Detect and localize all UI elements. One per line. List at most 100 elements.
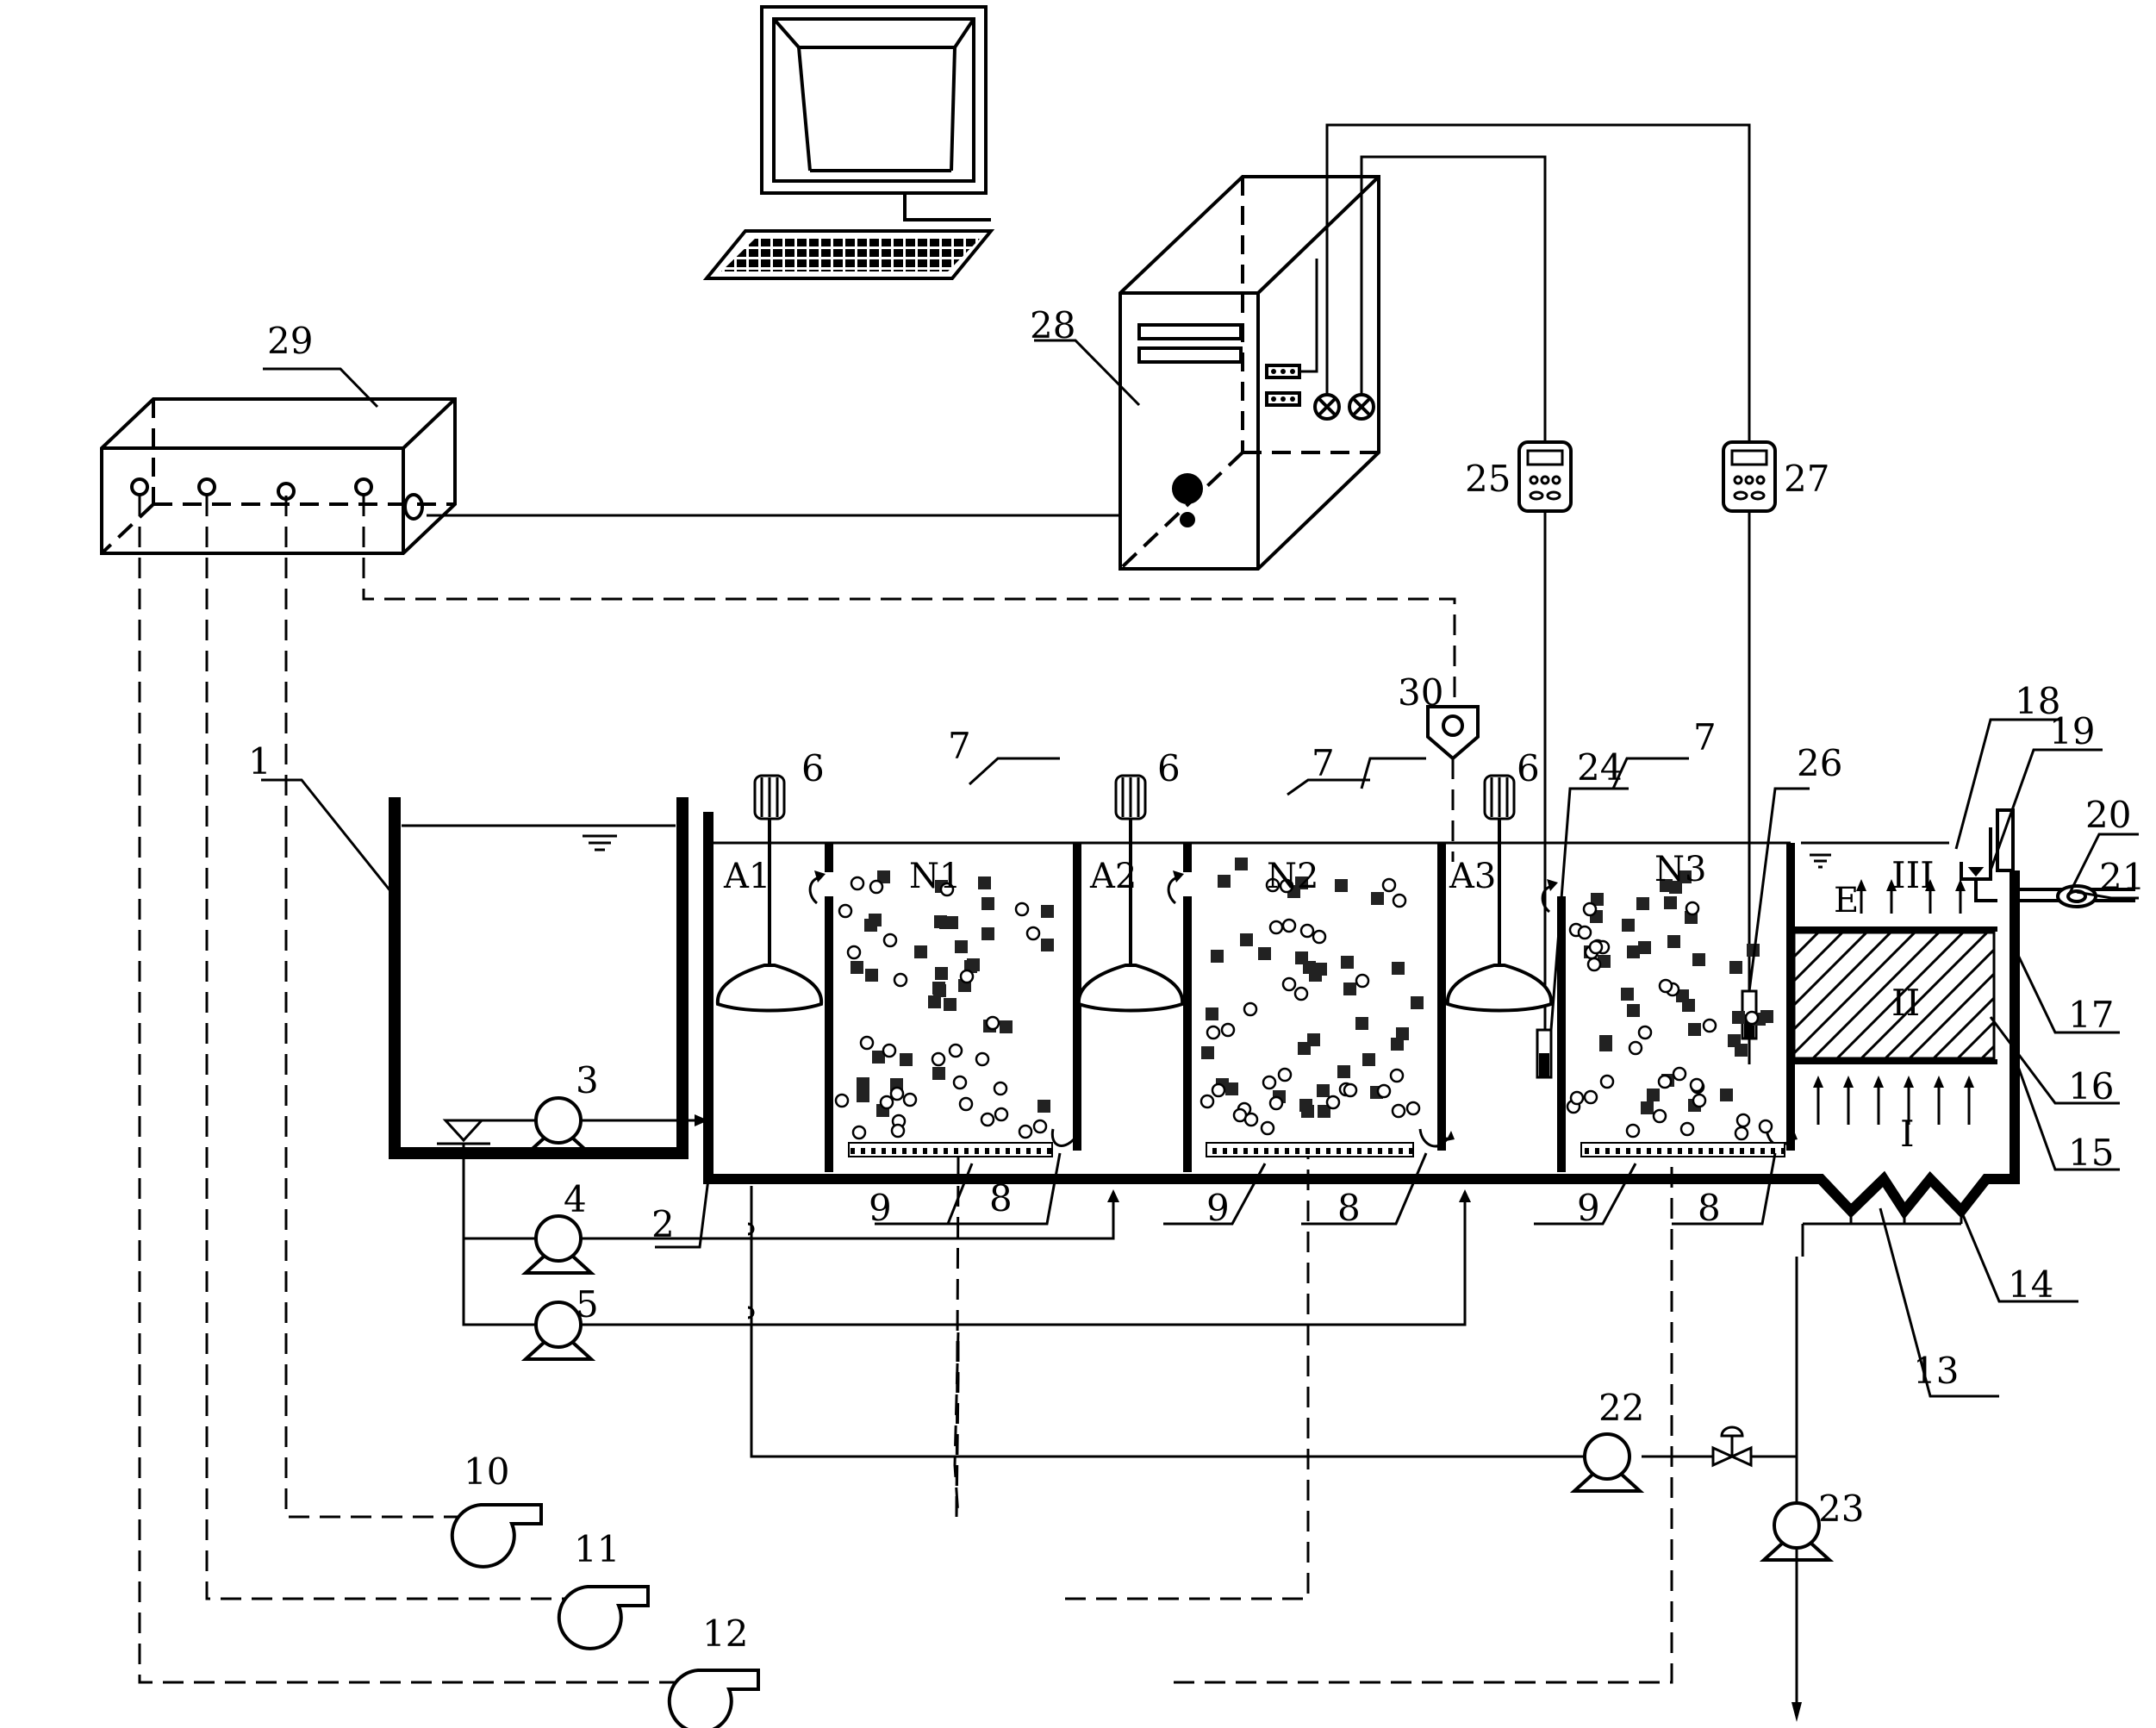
- carrier-media-block: [851, 961, 863, 974]
- carrier-media-block: [939, 916, 952, 929]
- air-bubble: [1637, 1025, 1653, 1040]
- air-bubble: [952, 1075, 968, 1090]
- air-bubble: [1389, 1068, 1405, 1083]
- blower-11-icon: [557, 1585, 650, 1650]
- carrier-media-block: [1309, 969, 1322, 982]
- label-19: 19: [2049, 710, 2095, 752]
- zone-a1: A1: [723, 857, 770, 896]
- carrier-media-block: [1729, 961, 1742, 974]
- label-8c: 8: [1698, 1187, 1721, 1229]
- zone-n2: N2: [1267, 857, 1318, 896]
- probe-24: [1536, 1028, 1553, 1079]
- air-bubble: [851, 1125, 867, 1140]
- air-bubble: [1657, 1074, 1673, 1089]
- air-bubble: [869, 879, 884, 895]
- carrier-media-block: [1676, 989, 1689, 1002]
- carrier-media-block: [1692, 953, 1705, 966]
- carrier-media-block: [1396, 1027, 1409, 1040]
- air-bubble: [1392, 893, 1407, 908]
- label-16: 16: [2068, 1065, 2114, 1107]
- air-bubble: [1243, 1001, 1258, 1017]
- air-bubble: [1628, 1040, 1643, 1056]
- label-7c: 7: [1693, 716, 1717, 758]
- carrier-media-block: [1201, 1046, 1214, 1059]
- carrier-media-block: [1720, 1089, 1733, 1101]
- air-bubble: [882, 1043, 897, 1058]
- air-bubble: [850, 876, 865, 891]
- region-ii: II: [1891, 982, 1920, 1024]
- carrier-media-block: [1355, 1017, 1368, 1030]
- pump-4-icon: [524, 1214, 593, 1275]
- air-bubble: [1312, 929, 1327, 945]
- carrier-media-block: [1258, 947, 1271, 960]
- carrier-media-block: [1371, 892, 1384, 905]
- air-bubble: [1689, 1077, 1704, 1093]
- air-bubble: [1299, 923, 1315, 939]
- air-bubble: [1268, 920, 1284, 935]
- air-bubble: [1702, 1018, 1717, 1033]
- air-bubble: [1018, 1124, 1033, 1139]
- label-22: 22: [1598, 1387, 1644, 1429]
- air-bubble: [1376, 1083, 1392, 1099]
- air-bubble: [1586, 957, 1602, 972]
- carrier-media-block: [1295, 951, 1308, 964]
- air-bubble: [959, 969, 975, 984]
- air-bubble: [1599, 1074, 1615, 1089]
- carrier-media-block: [932, 1067, 945, 1080]
- blower-10-icon: [450, 1503, 543, 1569]
- carrier-media-block: [1041, 939, 1054, 951]
- air-bubble: [948, 1043, 963, 1058]
- label-7a: 7: [948, 725, 971, 767]
- label-2: 2: [651, 1203, 675, 1245]
- air-bubble: [1685, 901, 1700, 916]
- carrier-media-block: [1638, 941, 1651, 954]
- carrier-media-block: [1301, 1105, 1314, 1118]
- carrier-media: [834, 858, 1773, 1141]
- carrier-media-block: [1000, 1020, 1013, 1033]
- carrier-media-block: [914, 945, 927, 958]
- carrier-media-block: [944, 998, 956, 1011]
- carrier-media-block: [1211, 950, 1224, 963]
- air-bubble: [1625, 1123, 1641, 1138]
- label-3: 3: [576, 1059, 599, 1101]
- label-24: 24: [1577, 746, 1623, 789]
- air-bubble: [1265, 877, 1281, 893]
- carrier-media-block: [1667, 935, 1680, 948]
- air-bubble: [975, 1051, 990, 1067]
- air-bubble: [893, 972, 908, 988]
- air-bubble: [834, 1093, 850, 1108]
- carrier-media-block: [1235, 858, 1248, 870]
- carrier-media-block: [1622, 919, 1635, 932]
- blower-12-icon: [667, 1669, 760, 1728]
- label-5: 5: [576, 1283, 599, 1326]
- air-bubble: [1206, 1025, 1221, 1040]
- carrier-media-block: [1317, 1084, 1330, 1097]
- carrier-media-block: [978, 876, 991, 889]
- air-bubble: [882, 933, 898, 948]
- air-bubble: [985, 1015, 1000, 1031]
- carrier-media-block: [877, 870, 890, 883]
- air-bubble: [1343, 1082, 1358, 1098]
- region-iii: III: [1891, 854, 1935, 896]
- carrier-media-block: [928, 995, 941, 1008]
- carrier-media-block: [1335, 879, 1348, 892]
- air-bubble: [1355, 973, 1370, 989]
- air-bubble: [1391, 1103, 1406, 1119]
- controller-28: [1119, 175, 1380, 571]
- air-bubble: [1262, 1075, 1277, 1090]
- carrier-media-block: [932, 982, 945, 995]
- air-bubble: [890, 1123, 906, 1138]
- carrier-media-block: [872, 1051, 885, 1064]
- carrier-media-block: [1307, 1033, 1320, 1046]
- air-bubble: [994, 1107, 1009, 1122]
- air-bubble: [889, 1086, 905, 1101]
- carrier-media-block: [1041, 905, 1054, 918]
- air-bubble: [1281, 918, 1297, 933]
- carrier-media-block: [1760, 1010, 1773, 1023]
- carrier-media-block: [1411, 996, 1424, 1009]
- carrier-media-block: [1679, 870, 1692, 883]
- filter-layer-16: [1792, 931, 1996, 1060]
- air-bubble: [1569, 1090, 1585, 1106]
- carrier-media-block: [1688, 1023, 1701, 1036]
- air-bubble: [1025, 926, 1041, 941]
